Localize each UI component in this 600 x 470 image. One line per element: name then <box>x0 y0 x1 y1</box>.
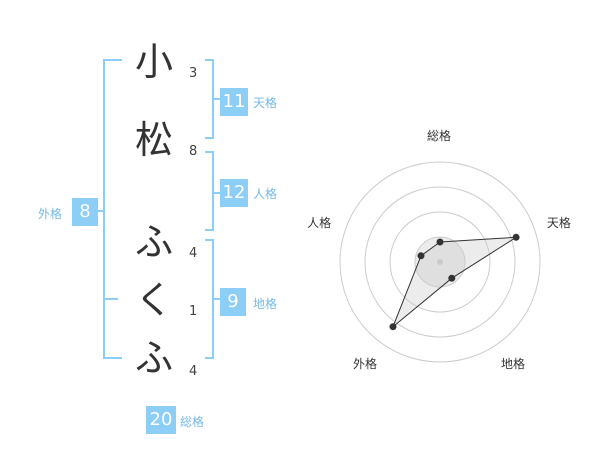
name-char-4: く <box>134 278 173 322</box>
gaikaku-bracket <box>103 59 122 359</box>
radar-point-3 <box>448 274 456 282</box>
radar-ring-2 <box>389 211 491 313</box>
radar-point-1 <box>436 238 444 246</box>
tenkaku-badge: 11 <box>220 88 248 116</box>
radar-axis-label-3: 地格 <box>501 356 526 371</box>
stroke-count-4: 1 <box>189 304 198 319</box>
jinkaku-bracket <box>205 151 214 231</box>
radar-ring-3 <box>364 186 516 338</box>
stroke-count-2: 8 <box>189 144 198 159</box>
name-char-5: ふ <box>134 336 173 380</box>
name-char-2: 松 <box>134 118 173 162</box>
stroke-count-1: 3 <box>189 66 198 81</box>
jinkaku-badge: 12 <box>220 179 248 207</box>
radar-axis-label-5: 人格 <box>307 216 332 231</box>
soukaku-badge: 20 <box>146 406 176 434</box>
radar-axis-label-4: 外格 <box>352 356 377 371</box>
name-char-3: ふ <box>134 220 173 264</box>
soukaku-label: 総格 <box>180 415 205 429</box>
radar-center-dot <box>437 259 443 265</box>
tenkaku-label: 天格 <box>253 96 278 110</box>
radar-axis-label-1: 総格 <box>427 129 452 143</box>
stroke-count-3: 4 <box>189 246 198 261</box>
radar-axis-label-2: 天格 <box>546 216 571 231</box>
gaikaku-label: 外格 <box>38 207 63 221</box>
radar-point-5 <box>417 252 425 260</box>
gaikaku-badge: 8 <box>72 198 98 226</box>
name-char-1: 小 <box>134 40 173 84</box>
radar-point-2 <box>512 233 520 241</box>
radar-series-polygon <box>392 236 517 328</box>
radar-ring-4 <box>339 161 541 363</box>
chikaku-label: 地格 <box>253 297 278 311</box>
jinkaku-label: 人格 <box>253 187 278 201</box>
stroke-count-5: 4 <box>189 364 198 379</box>
radar-point-4 <box>389 323 397 331</box>
chikaku-badge: 9 <box>220 288 246 316</box>
